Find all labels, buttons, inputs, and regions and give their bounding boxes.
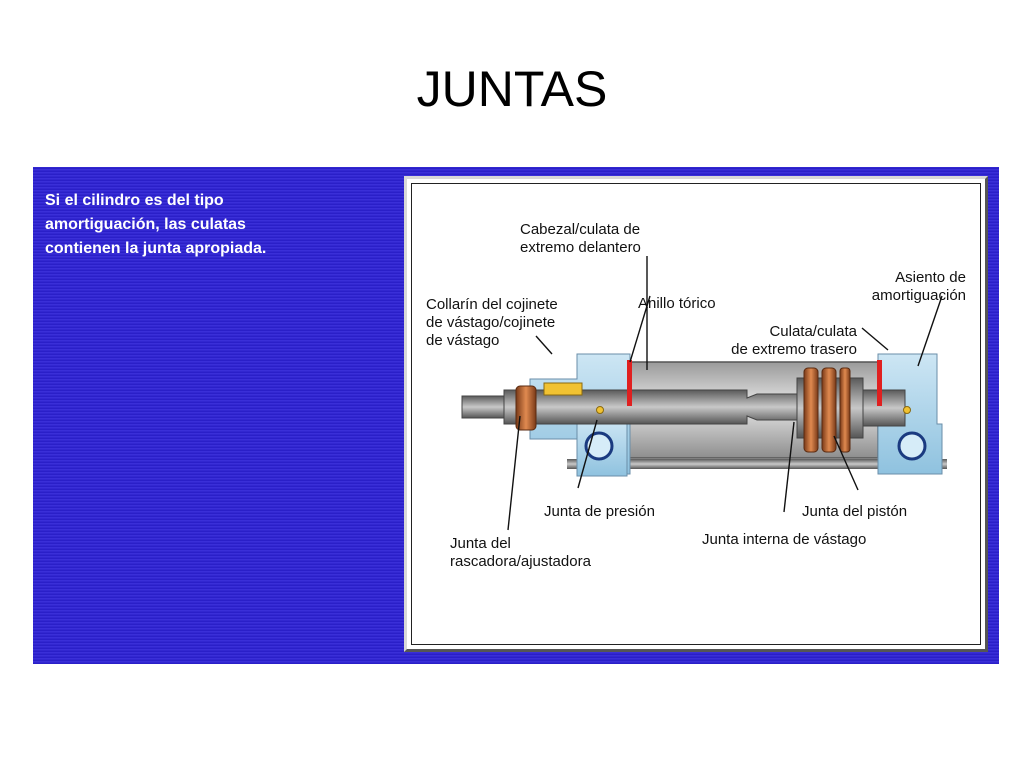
rear-port-icon [897, 431, 927, 461]
label-junta-piston: Junta del pistón [802, 503, 907, 520]
pressure-seal-dot [596, 406, 604, 414]
piston-seal-3 [839, 367, 851, 453]
bushing [543, 382, 583, 396]
tie-rod [567, 459, 947, 469]
intro-line: amortiguación, las culatas [45, 216, 246, 233]
piston-seal-1 [803, 367, 819, 453]
piston-seal-2 [821, 367, 837, 453]
intro-line: Si el cilindro es del tipo [45, 192, 224, 209]
wiper-seal [515, 385, 537, 431]
intro-text: Si el cilindro es del tipo amortiguación… [45, 189, 345, 261]
rear-o-ring [877, 360, 882, 406]
cushion-spear [862, 389, 906, 427]
intro-line: contienen la junta apropiada. [45, 240, 267, 257]
rear-seal-dot [903, 406, 911, 414]
label-anillo: Anillo tórico [638, 295, 716, 312]
blue-panel: Si el cilindro es del tipo amortiguación… [33, 167, 999, 664]
leader-lines [507, 256, 943, 531]
front-o-ring [627, 360, 632, 406]
label-junta-presion: Junta de presión [544, 503, 655, 520]
slide-title: JUNTAS [416, 61, 608, 117]
label-junta-interna: Junta interna de vástago [702, 531, 866, 548]
front-port-icon [584, 431, 614, 461]
